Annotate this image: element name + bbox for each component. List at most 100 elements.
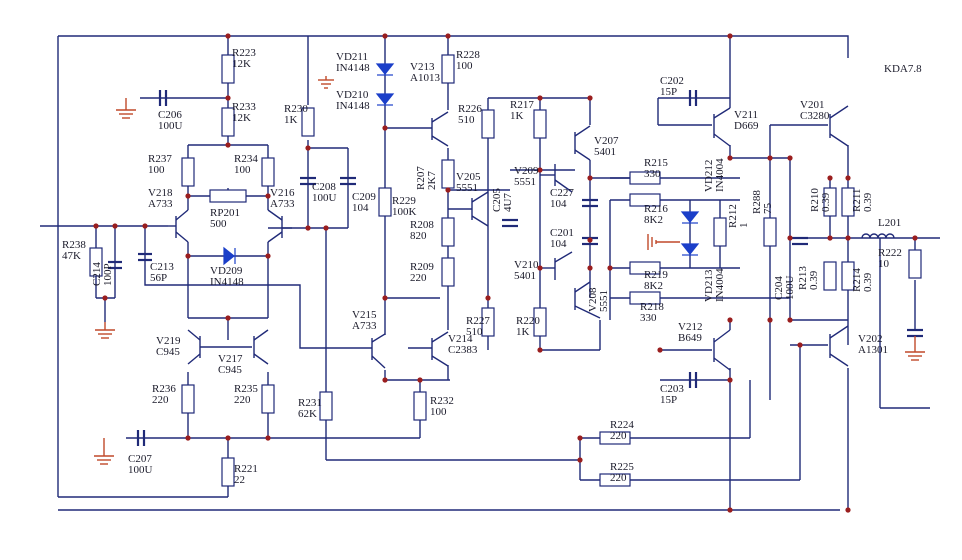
r209-body (441, 257, 455, 287)
v219-value: C945 (156, 346, 180, 358)
v215-icon (371, 333, 386, 369)
rp201-ref: RP201 (210, 207, 240, 219)
c204-value: 100U (784, 276, 796, 301)
r212-value: 1 (738, 223, 750, 229)
r211-value: 0.39 (862, 192, 874, 212)
ground-icon (116, 98, 136, 119)
r208-ref: R208 (410, 219, 434, 231)
ground-icon (94, 438, 114, 465)
r221-value: 22 (234, 474, 245, 486)
c207-ref: C207 (128, 453, 152, 465)
vd211-ref: VD211 (336, 51, 368, 63)
diodes (223, 63, 700, 266)
c213-value: 56P (150, 272, 167, 284)
r220-body (533, 307, 547, 337)
v201-value: C3280 (800, 110, 830, 122)
ground-icon (647, 234, 680, 250)
r215-value: 330 (644, 168, 661, 180)
v205-ref: V205 (456, 171, 481, 183)
c214-value: 100P (102, 263, 114, 286)
r233-ref: R233 (232, 101, 256, 113)
v201-icon (829, 105, 849, 147)
r230-body (301, 107, 315, 137)
vd212-value: IN4004 (714, 158, 726, 192)
r220-value: 1K (516, 326, 530, 338)
vd212-ref: VD212 (703, 160, 715, 192)
v213-ref: V213 (410, 61, 435, 73)
r216-ref: R216 (644, 203, 668, 215)
r222-body (908, 249, 922, 279)
r288-label: R28875 (751, 190, 774, 214)
r221-body (221, 457, 235, 487)
v213-value: A1013 (410, 72, 440, 84)
r236-body (181, 384, 195, 414)
v211-icon (713, 107, 731, 147)
v212-icon (713, 329, 731, 371)
c201-ref: C201 (550, 227, 574, 239)
c208-value: 100U (312, 192, 337, 204)
r228-ref: R228 (456, 49, 480, 61)
r223-body (221, 54, 235, 84)
r214-label: R2140.39 (851, 268, 874, 292)
r229-value: 100K (392, 206, 417, 218)
v202-ref: V202 (858, 333, 882, 345)
vd210-ref: VD210 (336, 89, 369, 101)
r215-ref: R215 (644, 157, 668, 169)
r214-ref: R214 (851, 268, 863, 292)
r237-body (181, 157, 195, 187)
vd213-icon (680, 243, 700, 255)
vd213-ref: VD213 (703, 269, 715, 302)
v202-value: A1301 (858, 344, 888, 356)
vd210-icon (375, 93, 395, 105)
r213-label: R2130.39 (797, 266, 820, 290)
ground-icon (95, 322, 115, 339)
r235-ref: R235 (234, 383, 258, 395)
c203-ref: C203 (660, 383, 684, 395)
c205-label: C2054U7 (491, 188, 514, 212)
c204-label: C204100U (773, 276, 796, 301)
l201-label: L201 (878, 217, 901, 229)
c203-value: 15P (660, 394, 677, 406)
r222-ref: R222 (878, 247, 902, 259)
c208-ref: C208 (312, 181, 336, 193)
r229-body (378, 187, 392, 217)
r210-label: R2100.39 (809, 188, 832, 212)
r227-ref: R227 (466, 315, 490, 327)
c214-label: C214100P (91, 262, 114, 286)
ground-icon (318, 76, 334, 89)
r213-body (823, 261, 837, 291)
c207-value: 100U (128, 464, 153, 476)
v211-value: D669 (734, 120, 759, 132)
v207-icon (574, 125, 591, 161)
r209-ref: R209 (410, 261, 434, 273)
r227-body (481, 307, 495, 337)
r211-body (841, 187, 855, 217)
v219-icon (187, 329, 252, 365)
r231-body (319, 391, 333, 421)
r223-value: 12K (232, 58, 251, 70)
r234-value: 100 (234, 164, 251, 176)
r217-body (533, 109, 547, 139)
r208-value: 820 (410, 230, 427, 242)
r235-body (261, 384, 275, 414)
c209-value: 104 (352, 202, 369, 214)
r230-value: 1K (284, 114, 298, 126)
r220-ref: R220 (516, 315, 540, 327)
